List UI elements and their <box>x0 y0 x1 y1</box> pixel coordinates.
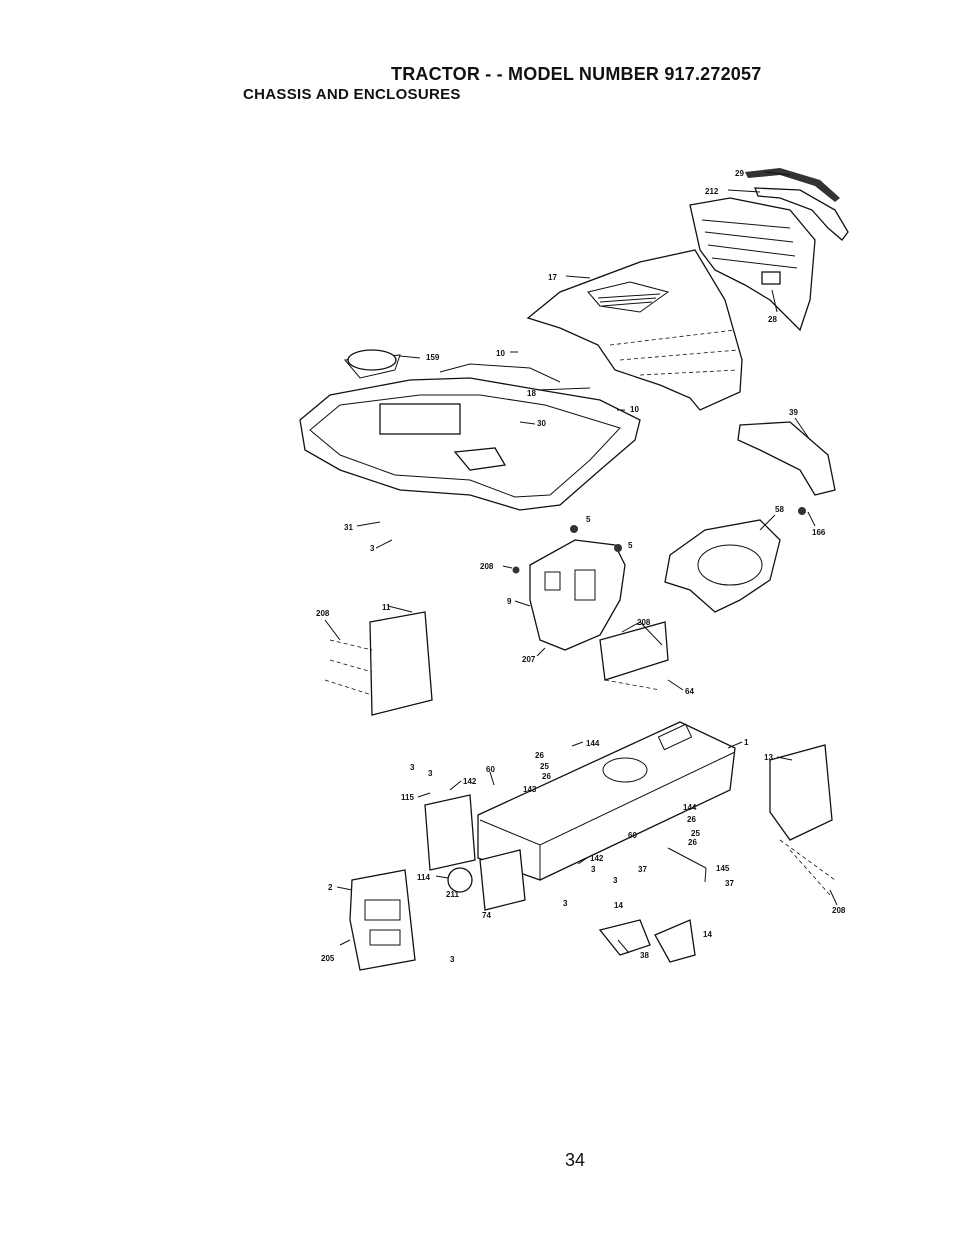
fender-deck <box>299 349 641 511</box>
callout-3-lower-b: 3 <box>613 876 618 885</box>
main-frame <box>477 721 736 881</box>
callout-60-lower: 60 <box>628 831 637 840</box>
page-number: 34 <box>565 1150 586 1170</box>
callout-11: 11 <box>382 603 391 612</box>
callout-25-top: 25 <box>540 762 549 771</box>
front-plates <box>349 794 526 971</box>
callout-10-upper: 10 <box>496 349 505 358</box>
callout-31: 31 <box>344 523 353 532</box>
side-panels <box>324 611 836 896</box>
callout-208-left: 208 <box>316 609 330 618</box>
callout-5-right: 5 <box>628 541 633 550</box>
callout-166: 166 <box>812 528 826 537</box>
callout-3-frontmid: 3 <box>428 769 433 778</box>
callout-18: 18 <box>527 389 536 398</box>
callout-159: 159 <box>426 353 440 362</box>
callout-10-lower: 10 <box>630 405 639 414</box>
rear-bracket <box>664 421 836 613</box>
callout-26-right-b: 26 <box>688 838 697 847</box>
callout-114: 114 <box>417 873 430 882</box>
callout-207: 207 <box>522 655 536 664</box>
callout-142-lower: 142 <box>590 854 604 863</box>
callout-3-bottom: 3 <box>450 955 455 964</box>
callout-144-right: 144 <box>683 803 697 812</box>
callout-60-top: 60 <box>486 765 495 774</box>
callout-26-top: 26 <box>535 751 544 760</box>
callout-5-left: 5 <box>586 515 591 524</box>
callout-13: 13 <box>764 753 773 762</box>
callout-3-lower-c: 3 <box>563 899 568 908</box>
callout-26-mid: 26 <box>542 772 551 781</box>
callout-144-top: 144 <box>586 739 600 748</box>
callout-115: 115 <box>401 793 414 802</box>
callout-208-bracket: 208 <box>637 618 651 627</box>
callout-39: 39 <box>789 408 798 417</box>
callout-26-right-a: 26 <box>687 815 696 824</box>
dash-panel <box>512 525 626 651</box>
callout-143: 143 <box>523 785 537 794</box>
bracket-64 <box>599 621 669 691</box>
callout-30: 30 <box>537 419 546 428</box>
page-subtitle: CHASSIS AND ENCLOSURES <box>243 86 461 103</box>
callout-9: 9 <box>507 597 512 606</box>
callout-14-right: 14 <box>703 930 712 939</box>
grille-assembly <box>689 168 849 332</box>
callout-205: 205 <box>321 954 335 963</box>
leader-lines <box>324 171 838 954</box>
bracket-38 <box>598 919 696 963</box>
callout-25-right: 25 <box>691 829 700 838</box>
callout-3-lower-a: 3 <box>591 865 596 874</box>
callout-3-seat: 3 <box>370 544 375 553</box>
callout-28: 28 <box>768 315 777 324</box>
callout-211: 211 <box>446 890 459 899</box>
callout-1: 1 <box>744 738 749 747</box>
callout-145: 145 <box>716 864 730 873</box>
callout-208-dash: 208 <box>480 562 494 571</box>
hood <box>526 249 743 411</box>
callout-labels: 29 212 17 28 159 10 18 10 30 39 58 166 3… <box>316 169 846 964</box>
callout-37-left: 37 <box>638 865 647 874</box>
callout-29: 29 <box>735 169 744 178</box>
callout-14-left: 14 <box>614 901 623 910</box>
page-title: TRACTOR - - MODEL NUMBER 917.272057 <box>391 64 762 84</box>
callout-142-top: 142 <box>463 777 477 786</box>
callout-17: 17 <box>548 273 557 282</box>
callout-212: 212 <box>705 187 719 196</box>
callout-74: 74 <box>482 911 491 920</box>
callout-208-right: 208 <box>832 906 846 915</box>
callout-2: 2 <box>328 883 333 892</box>
callout-38: 38 <box>640 951 649 960</box>
callout-64: 64 <box>685 687 694 696</box>
callout-37-right: 37 <box>725 879 734 888</box>
callout-58: 58 <box>775 505 784 514</box>
callout-3-frontleft: 3 <box>410 763 415 772</box>
